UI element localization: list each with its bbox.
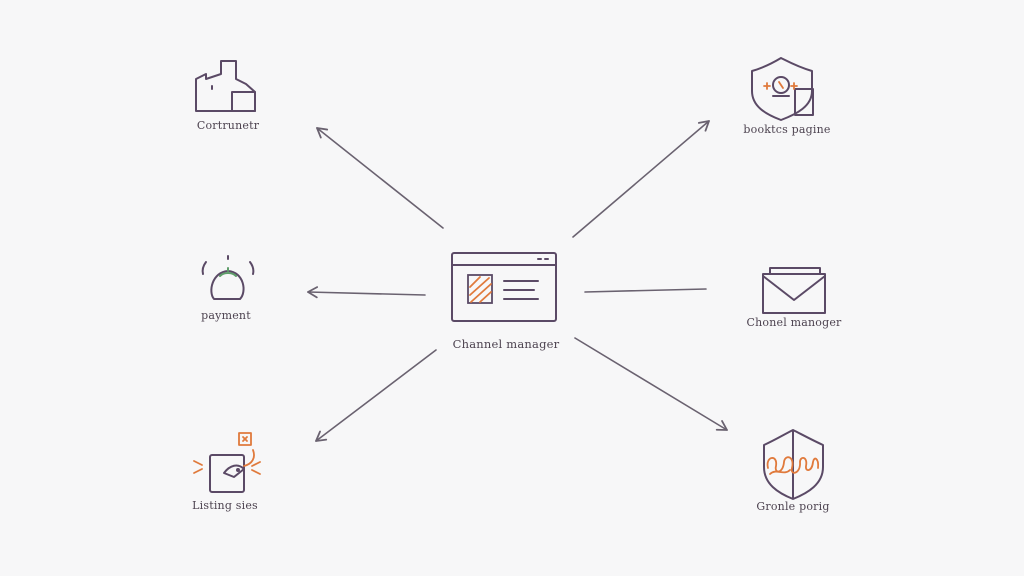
- line-to-mid-right: [584, 288, 707, 293]
- tablet-tag-icon: [193, 432, 261, 493]
- factory-icon: [195, 60, 256, 112]
- node-label-top-left: Cortrunetr: [196, 119, 260, 132]
- node-label-mid-left: payment: [201, 309, 251, 322]
- node-label-bottom-right: Gronle porig: [756, 500, 830, 513]
- arrow-to-mid-left: [307, 286, 426, 299]
- shield-scribble-icon: [763, 429, 824, 500]
- arrow-to-top-left: [316, 127, 444, 229]
- shield-badge-icon: [751, 57, 814, 121]
- arrow-to-bottom-right: [574, 337, 728, 431]
- arrow-to-top-right: [572, 120, 710, 238]
- arrow-to-bottom-left: [315, 349, 437, 442]
- head-idea-icon: [201, 255, 255, 300]
- connector-lines: [307, 120, 728, 442]
- browser-window-icon: [451, 252, 557, 322]
- center-label: Channel manager: [452, 337, 560, 351]
- node-label-top-right: booktcs pagine: [743, 123, 831, 136]
- node-label-mid-right: Chonel manoger: [746, 316, 842, 329]
- node-label-bottom-left: Listing sies: [192, 499, 258, 512]
- envelope-icon: [762, 267, 826, 314]
